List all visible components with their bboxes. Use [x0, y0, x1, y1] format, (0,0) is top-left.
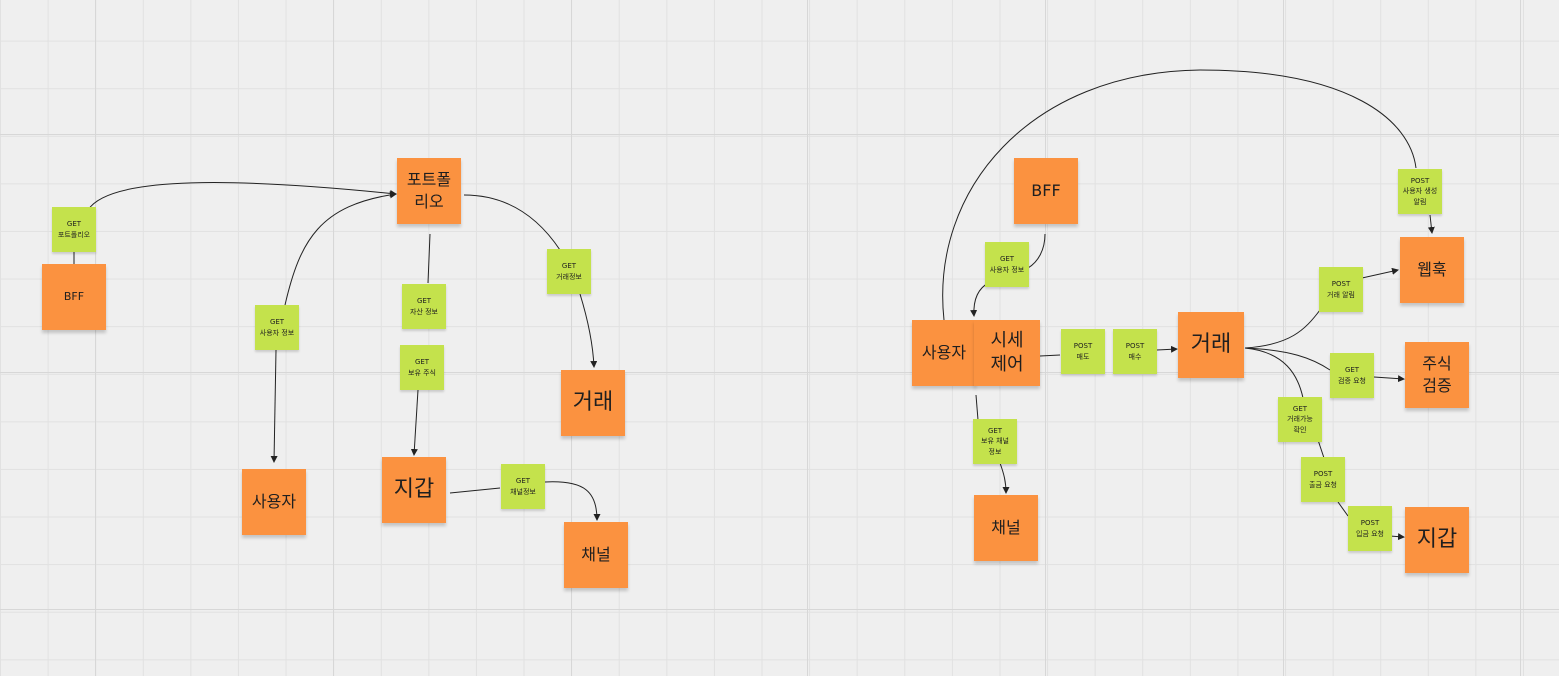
grid-line: [0, 609, 1559, 610]
service-note-trade[interactable]: 거래: [1178, 312, 1244, 378]
grid-line: [807, 0, 808, 676]
api-note-get-verify-request[interactable]: GET 검증 요청: [1330, 353, 1374, 398]
api-note-get-user-info[interactable]: GET 사용자 정보: [255, 305, 299, 350]
api-note-post-withdraw[interactable]: POST 출금 요청: [1301, 457, 1345, 502]
connector-trade-api-to-trade[interactable]: [579, 293, 598, 368]
api-note-get-portfolio[interactable]: GET 포트폴리오: [52, 207, 96, 252]
api-note-get-trade-info[interactable]: GET 거래정보: [547, 249, 591, 294]
connector-bff-to-user-api[interactable]: [1027, 233, 1046, 269]
service-note-price-control[interactable]: 시세 제어: [974, 320, 1040, 386]
service-note-channel[interactable]: 채널: [564, 522, 628, 588]
api-note-post-trade-alert[interactable]: POST 거래 알림: [1319, 267, 1363, 312]
connector-buy-api-to-trade[interactable]: [1156, 345, 1178, 353]
service-note-bff[interactable]: BFF: [42, 264, 106, 330]
api-note-post-sell[interactable]: POST 매도: [1061, 329, 1105, 374]
connector-holdings-to-wallet[interactable]: [410, 389, 419, 456]
service-note-stock-verify[interactable]: 주식 검증: [1405, 342, 1469, 408]
connector-user-to-user-created-api[interactable]: [942, 69, 1417, 321]
connector-trade-to-verify-api[interactable]: [1244, 347, 1331, 371]
connector-channel-api-to-channel[interactable]: [999, 462, 1010, 494]
connector-user-api-to-user[interactable]: [970, 281, 991, 317]
service-note-webhook[interactable]: 웹훅: [1400, 237, 1464, 303]
connector-possible-api-to-withdraw-api[interactable]: [1317, 439, 1325, 459]
grid-line: [1045, 0, 1046, 676]
connector-channel-api-to-channel[interactable]: [544, 481, 601, 521]
grid-line: [0, 134, 1559, 135]
connector-portfolio-to-trade-api[interactable]: [463, 194, 561, 251]
api-note-get-trade-possible[interactable]: GET 거래가능 확인: [1278, 397, 1322, 442]
api-note-get-channel-info[interactable]: GET 채널정보: [501, 464, 545, 509]
connector-control-to-sell-api[interactable]: [1039, 354, 1061, 357]
api-note-get-holdings[interactable]: GET 보유 주식: [400, 345, 444, 390]
connector-user-api-to-portfolio[interactable]: [284, 191, 397, 306]
connector-portfolio-to-asset-api[interactable]: [427, 233, 431, 284]
connector-user-to-channel-api[interactable]: [975, 394, 979, 421]
connector-portfolio-api-to-portfolio[interactable]: [87, 182, 397, 211]
connector-deposit-api-to-wallet[interactable]: [1389, 533, 1405, 541]
grid-line: [0, 372, 1559, 373]
service-note-user[interactable]: 사용자: [912, 320, 976, 386]
grid-line: [1520, 0, 1521, 676]
api-note-get-asset-info[interactable]: GET 자산 정보: [402, 284, 446, 329]
service-note-channel[interactable]: 채널: [974, 495, 1038, 561]
grid-line: [333, 0, 334, 676]
service-note-portfolio[interactable]: 포트폴 리오: [397, 158, 461, 224]
grid-line: [95, 0, 96, 676]
connector-user-created-api-to-webhook[interactable]: [1427, 214, 1435, 234]
api-note-post-deposit[interactable]: POST 입금 요청: [1348, 506, 1392, 551]
connector-user-api-to-user[interactable]: [270, 349, 278, 463]
api-note-get-user-info[interactable]: GET 사용자 정보: [985, 242, 1029, 287]
api-note-post-user-created[interactable]: POST 사용자 생성 알림: [1398, 169, 1442, 214]
grid-line: [571, 0, 572, 676]
grid-line: [1283, 0, 1284, 676]
connector-trade-to-possible-api[interactable]: [1244, 347, 1304, 399]
service-note-trade[interactable]: 거래: [561, 370, 625, 436]
service-note-user[interactable]: 사용자: [242, 469, 306, 535]
connector-withdraw-api-to-deposit-api[interactable]: [1337, 501, 1349, 517]
service-note-wallet[interactable]: 지갑: [382, 457, 446, 523]
api-note-get-holding-channel[interactable]: GET 보유 채널 정보: [973, 419, 1017, 464]
connector-wallet-to-channel-api[interactable]: [449, 487, 501, 494]
api-note-post-buy[interactable]: POST 매수: [1113, 329, 1157, 374]
service-note-bff[interactable]: BFF: [1014, 158, 1078, 224]
connector-alert-api-to-webhook[interactable]: [1361, 267, 1399, 279]
connector-trade-to-alert-api[interactable]: [1244, 309, 1321, 349]
service-note-wallet[interactable]: 지갑: [1405, 507, 1469, 573]
connector-verify-api-to-verify[interactable]: [1373, 375, 1405, 383]
